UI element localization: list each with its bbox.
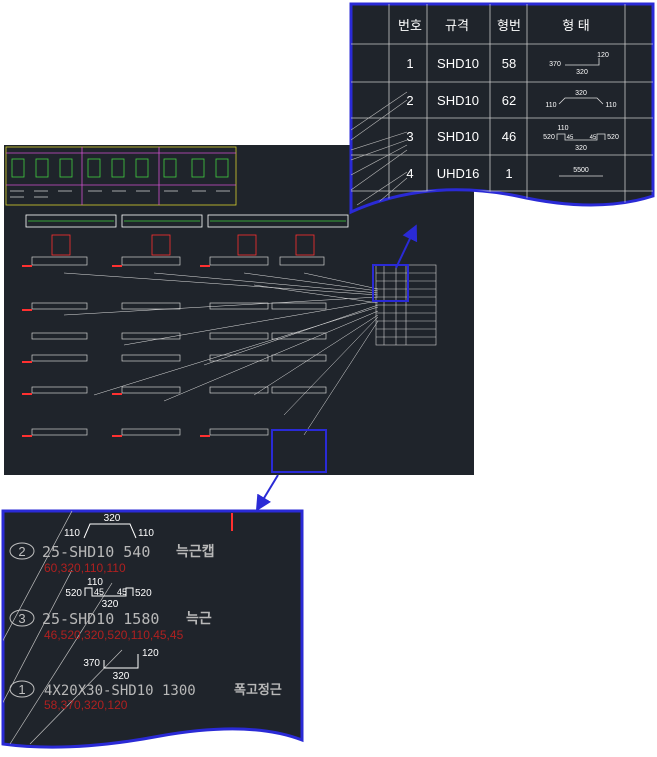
rebar-label-kr: 늑근 <box>186 610 212 626</box>
dim-label: 45 <box>117 587 127 597</box>
dim-label: 45 <box>94 587 104 597</box>
svg-text:5500: 5500 <box>573 167 589 174</box>
beam-elevations <box>25 214 349 228</box>
bar-shape-diagram: 110 320 110 <box>545 90 616 109</box>
table-row: 2 SHD10 62 110 320 110 <box>406 90 616 109</box>
rebar-label: 25-SHD10 540 <box>42 543 150 561</box>
rebar-label: 4X20X30-SHD10 1300 <box>44 683 196 699</box>
row-num: 3 <box>406 129 413 144</box>
rebar-values: 46,520,320,520,110,45,45 <box>44 628 184 642</box>
rebar-label-kr: 늑근캡 <box>176 543 215 559</box>
table-row: 1 SHD10 58 370 320 120 <box>406 52 609 76</box>
bar-shape-diagram: 520 110 45 45 520 320 <box>543 125 619 152</box>
header-num: 번호 <box>398 18 422 33</box>
dim-label: 520 <box>65 588 82 599</box>
detail-marker-number: 2 <box>18 544 25 559</box>
detail-marker-circle <box>9 680 35 698</box>
row-spec: SHD10 <box>437 93 479 108</box>
row-spec: SHD10 <box>437 56 479 71</box>
rebar-detail: 110 520 45 45 520 320 3 25-SHD10 1580 늑근… <box>9 577 212 642</box>
row-type-no: 58 <box>502 56 516 71</box>
detail-marker-circle <box>9 542 35 560</box>
dim-label: 320 <box>104 513 121 524</box>
row-type-no: 1 <box>505 166 512 181</box>
row-spec: SHD10 <box>437 129 479 144</box>
detail-zoom-callout: 110 320 110 2 25-SHD10 540 늑근캡 60,320,11… <box>1 509 304 749</box>
table-highlight-box <box>372 264 409 302</box>
svg-text:520: 520 <box>543 134 555 141</box>
red-marker <box>231 513 233 531</box>
section-strip <box>5 146 237 206</box>
row-spec: UHD16 <box>437 166 480 181</box>
rebar-values: 60,320,110,110 <box>44 561 126 575</box>
dim-label: 520 <box>135 588 152 599</box>
row-type-no: 46 <box>502 129 516 144</box>
rebar-values: 58,370,320,120 <box>44 698 128 712</box>
beam-rows <box>31 256 327 436</box>
header-type-no: 형번 <box>497 18 521 33</box>
detail-marker-number: 3 <box>18 611 25 626</box>
svg-text:320: 320 <box>575 90 587 97</box>
row-spec: UHD16 <box>437 202 480 217</box>
svg-text:45: 45 <box>567 135 574 141</box>
detail-highlight-box <box>271 429 327 473</box>
dim-label: 320 <box>102 599 119 610</box>
dim-label: 370 <box>83 658 100 669</box>
bending-schedule-table <box>375 264 437 346</box>
detail-marker-number: 1 <box>18 682 25 697</box>
rebar-label: 25-SHD10 1580 <box>42 610 159 628</box>
svg-text:45: 45 <box>590 135 597 141</box>
header-shape: 형 태 <box>562 18 590 33</box>
bar-shape-diagram: 5500 <box>559 167 603 177</box>
rebar-tags <box>22 265 210 437</box>
row-num: 2 <box>406 93 413 108</box>
table-row: 5 UHD16 <box>406 202 480 217</box>
dim-label: 120 <box>142 648 159 659</box>
dim-label: 110 <box>87 577 103 588</box>
row-num: 5 <box>406 202 413 217</box>
cad-drawing-canvas[interactable] <box>4 145 474 475</box>
bar-shape-diagram: 370 320 120 <box>549 52 609 76</box>
dim-label: 110 <box>64 528 80 539</box>
row-type-no: 62 <box>502 93 516 108</box>
table-zoom-callout: 번호 규격 형번 형 태 1 SHD10 58 370 320 120 2 SH… <box>349 2 655 217</box>
row-num: 4 <box>406 166 413 181</box>
rebar-detail: 370 320 120 1 4X20X30-SHD10 1300 폭고정근 58… <box>9 648 282 712</box>
svg-text:320: 320 <box>576 69 588 76</box>
dim-label: 320 <box>113 671 130 682</box>
svg-text:520: 520 <box>607 134 619 141</box>
svg-text:110: 110 <box>545 102 556 109</box>
header-spec: 규격 <box>445 18 469 33</box>
table-row: 4 UHD16 1 5500 <box>406 166 603 181</box>
svg-text:370: 370 <box>549 61 561 68</box>
svg-text:320: 320 <box>575 145 587 152</box>
row-num: 1 <box>406 56 413 71</box>
column-sections <box>51 234 315 256</box>
svg-text:110: 110 <box>605 102 616 109</box>
svg-text:110: 110 <box>557 125 568 132</box>
cad-drawing <box>5 146 437 473</box>
rebar-detail: 110 320 110 2 25-SHD10 540 늑근캡 60,320,11… <box>9 513 215 575</box>
svg-text:120: 120 <box>597 52 609 59</box>
table-row: 3 SHD10 46 520 110 45 45 520 320 <box>406 125 619 152</box>
rebar-label-kr: 폭고정근 <box>234 682 282 697</box>
dim-label: 110 <box>138 528 154 539</box>
leader-lines <box>63 272 379 436</box>
detail-marker-circle <box>9 609 35 627</box>
